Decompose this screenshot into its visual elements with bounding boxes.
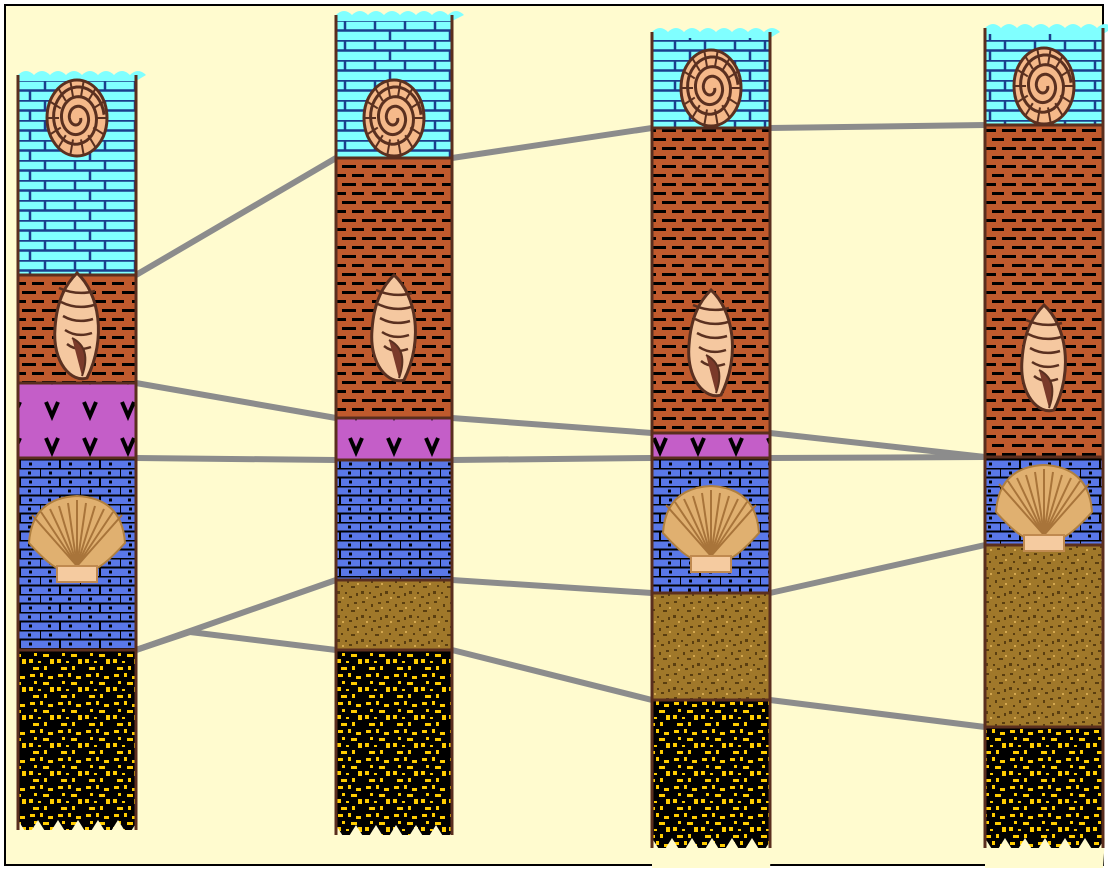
column-3 (652, 28, 780, 868)
layer-volcanic-ash (652, 433, 770, 458)
layer-conglomerate (652, 700, 770, 848)
ammonite-icon (364, 80, 424, 156)
column-2 (336, 11, 464, 855)
diagram-frame (5, 5, 1103, 865)
layer-conglomerate (336, 650, 452, 835)
column-base-break (18, 820, 138, 850)
correlation-line (136, 457, 985, 460)
column-1 (18, 71, 146, 850)
column-4 (985, 24, 1108, 868)
layer-volcanic-ash (336, 418, 452, 460)
ammonite-icon (681, 50, 741, 126)
layer-volcanic-ash (18, 383, 136, 458)
ammonite-icon (47, 80, 107, 156)
layer-sandstone (652, 593, 770, 700)
column-base-break (985, 838, 1105, 868)
layer-dolomite (336, 460, 452, 580)
layer-conglomerate (985, 727, 1103, 848)
layer-conglomerate (18, 650, 136, 830)
layer-sandstone (336, 580, 452, 650)
layer-sandstone (985, 545, 1103, 727)
column-base-break (336, 825, 456, 855)
ammonite-icon (1014, 48, 1074, 124)
column-base-break (652, 838, 772, 868)
